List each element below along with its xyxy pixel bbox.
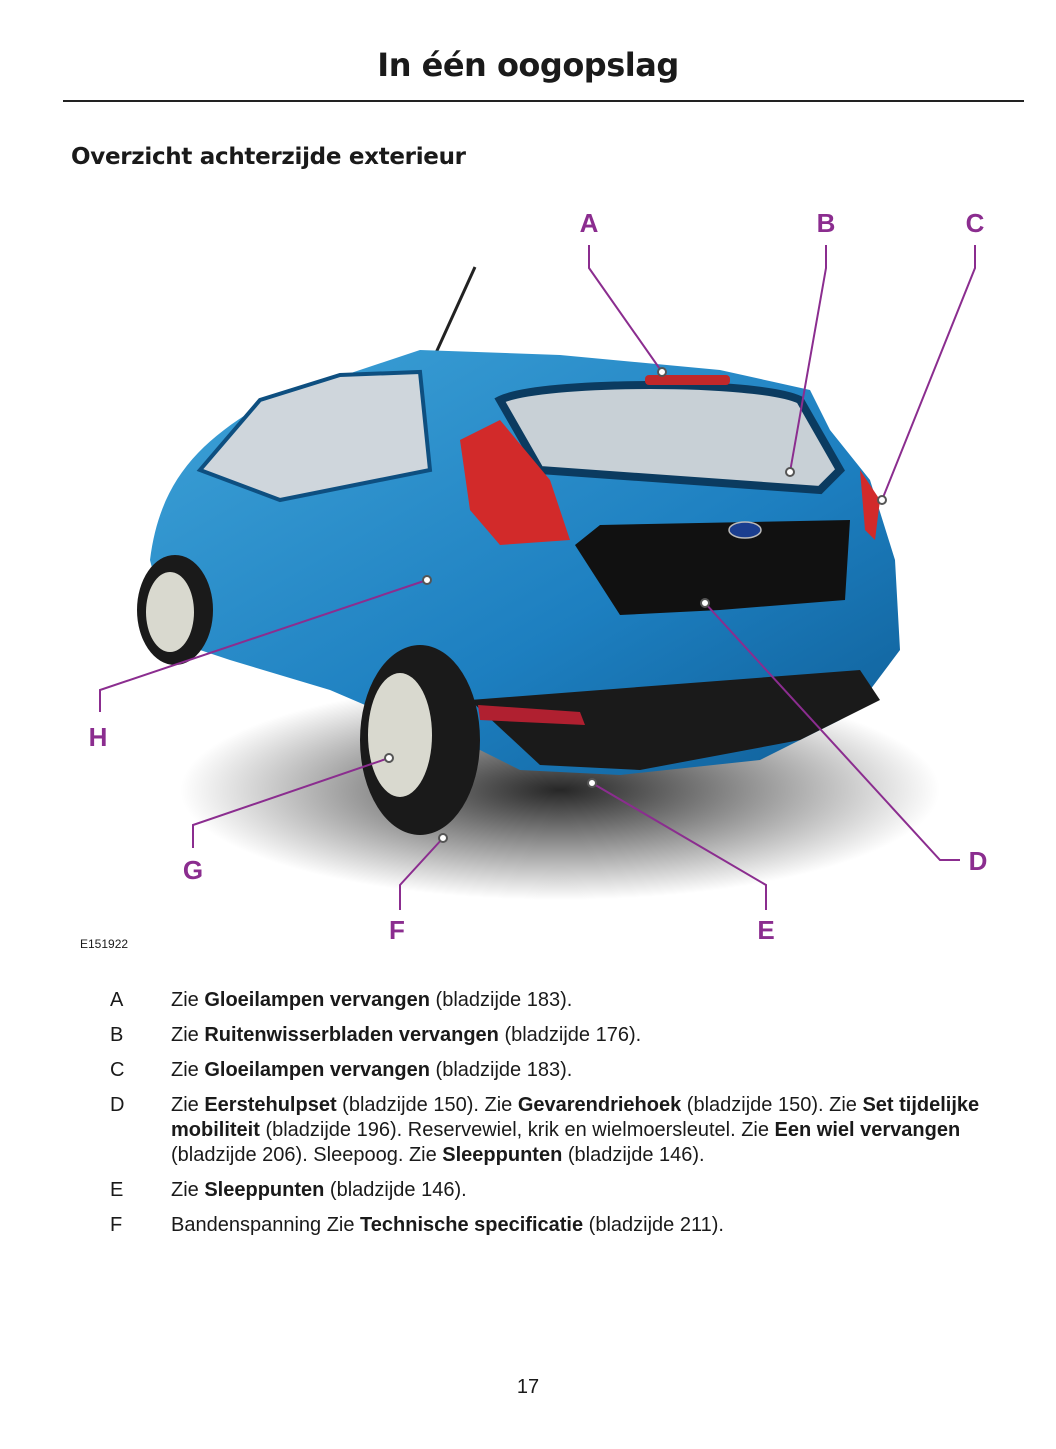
text-span: (bladzijde 196). Reservewiel, krik en wi… [259, 1119, 775, 1141]
reference-link[interactable]: Sleeppunten [442, 1144, 563, 1166]
legend-key: D [110, 1094, 125, 1116]
legend-key: B [110, 1024, 124, 1046]
legend-text: Zie Ruitenwisserbladen vervangen (bladzi… [171, 1023, 1020, 1048]
legend-item: C Zie Gloeilampen vervangen (bladzijde 18… [110, 1058, 1020, 1083]
legend-text: Bandenspanning Zie Technische specificat… [171, 1213, 1020, 1238]
legend-item: F Bandenspanning Zie Technische specifica… [110, 1213, 1020, 1238]
page-title: In één oogopslag [377, 46, 679, 84]
reference-link[interactable]: Eerstehulpset [204, 1094, 337, 1116]
text-span: Zie [171, 989, 205, 1011]
text-span: (bladzijde 183). [429, 1059, 573, 1081]
text-span: (bladzijde 150). Zie [681, 1094, 863, 1116]
reference-link[interactable]: Gloeilampen vervangen [204, 989, 430, 1011]
text-span: (bladzijde 211). [583, 1214, 724, 1236]
car-rear-illustration: A B C D E F G H [89, 208, 988, 945]
reference-link[interactable]: Sleeppunten [204, 1179, 325, 1201]
reference-link[interactable]: Ruitenwisserbladen vervangen [204, 1024, 499, 1046]
reference-link[interactable]: Gloeilampen vervangen [204, 1059, 430, 1081]
callout-c: C [966, 208, 985, 238]
callout-e: E [757, 915, 774, 945]
text-span: (bladzijde 183). [429, 989, 573, 1011]
text-span: Bandenspanning Zie [171, 1214, 361, 1236]
header-divider [63, 100, 1024, 102]
section-title: Overzicht achterzijde exterieur [71, 144, 466, 170]
text-span: Zie [171, 1179, 205, 1201]
callout-g: G [183, 855, 203, 885]
legend-text: Zie Gloeilampen vervangen (bladzijde 183… [171, 1058, 1020, 1083]
legend-list: A Zie Gloeilampen vervangen (bladzijde 18… [110, 988, 1020, 1248]
legend-item: B Zie Ruitenwisserbladen vervangen (bladz… [110, 1023, 1020, 1048]
text-span: (bladzijde 146). [562, 1144, 705, 1166]
text-span: Zie [171, 1024, 205, 1046]
callout-h: H [89, 722, 108, 752]
image-id: E151922 [80, 937, 129, 951]
callout-b: B [817, 208, 836, 238]
text-span: Zie [171, 1059, 205, 1081]
legend-text: Zie Sleeppunten (bladzijde 146). [171, 1178, 1020, 1203]
legend-text: Zie Eerstehulpset (bladzijde 150). Zie G… [171, 1093, 1020, 1168]
callout-d: D [969, 846, 988, 876]
reference-link[interactable]: Set tijdelijke mobiliteit [171, 1094, 980, 1141]
legend-item: D Zie Eerstehulpset (bladzijde 150). Zie … [110, 1093, 1020, 1168]
legend-item: E Zie Sleeppunten (bladzijde 146). [110, 1178, 1020, 1203]
legend-key: F [110, 1214, 123, 1236]
legend-item: A Zie Gloeilampen vervangen (bladzijde 18… [110, 988, 1020, 1013]
car-shape [137, 266, 940, 900]
legend-key: A [110, 989, 124, 1011]
callout-f: F [389, 915, 405, 945]
reference-link[interactable]: Gevarendriehoek [517, 1094, 682, 1116]
reference-link[interactable]: Technische specificatie [360, 1214, 584, 1236]
text-span: (bladzijde 150). Zie [336, 1094, 518, 1116]
page-number: 17 [516, 1376, 540, 1398]
legend-key: E [110, 1179, 124, 1201]
text-span: (bladzijde 146). [324, 1179, 467, 1201]
reference-link[interactable]: Een wiel vervangen [774, 1119, 961, 1141]
text-span: Zie [171, 1094, 205, 1116]
legend-key: C [110, 1059, 125, 1081]
callout-lines [99, 245, 976, 910]
text-span: (bladzijde 206). Sleepoog. Zie [171, 1144, 443, 1166]
callout-a: A [580, 208, 599, 238]
legend-text: Zie Gloeilampen vervangen (bladzijde 183… [171, 988, 1020, 1013]
text-span: (bladzijde 176). [498, 1024, 642, 1046]
